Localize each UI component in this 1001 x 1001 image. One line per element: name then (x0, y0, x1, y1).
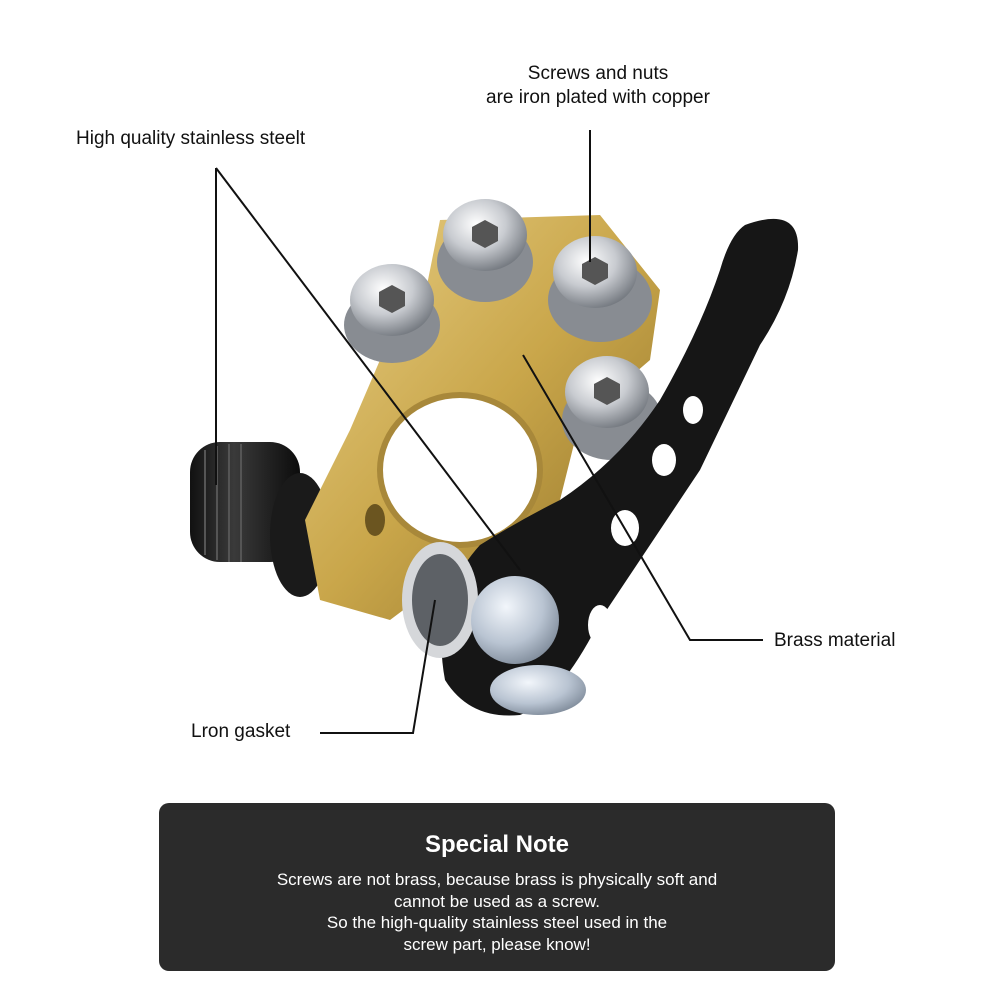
label-stainless-steel: High quality stainless steelt (76, 128, 306, 149)
label-screws-and-nuts: Screws and nuts are iron plated with cop… (458, 62, 738, 110)
hex-screws (344, 199, 662, 460)
special-note-title: Special Note (424, 831, 570, 858)
special-note-box: Special Note Screws are not brass, becau… (159, 803, 835, 971)
label-brass-material: Brass material (774, 630, 896, 651)
label-iron-gasket: Lron gasket (191, 721, 291, 742)
iron-gasket (402, 542, 586, 715)
special-note-body: Screws are not brass, because brass is p… (219, 869, 775, 955)
label-screws-line-2: are iron plated with copper (486, 87, 710, 108)
note-line: cannot be used as a screw. (393, 891, 601, 911)
note-line: Screws are not brass, because brass is p… (276, 870, 718, 889)
note-line: So the high-quality stainless steel used… (326, 913, 668, 932)
label-screws-line-1: Screws and nuts (527, 63, 669, 84)
note-line: screw part, please know! (403, 934, 591, 954)
leader-lines (215, 130, 763, 734)
